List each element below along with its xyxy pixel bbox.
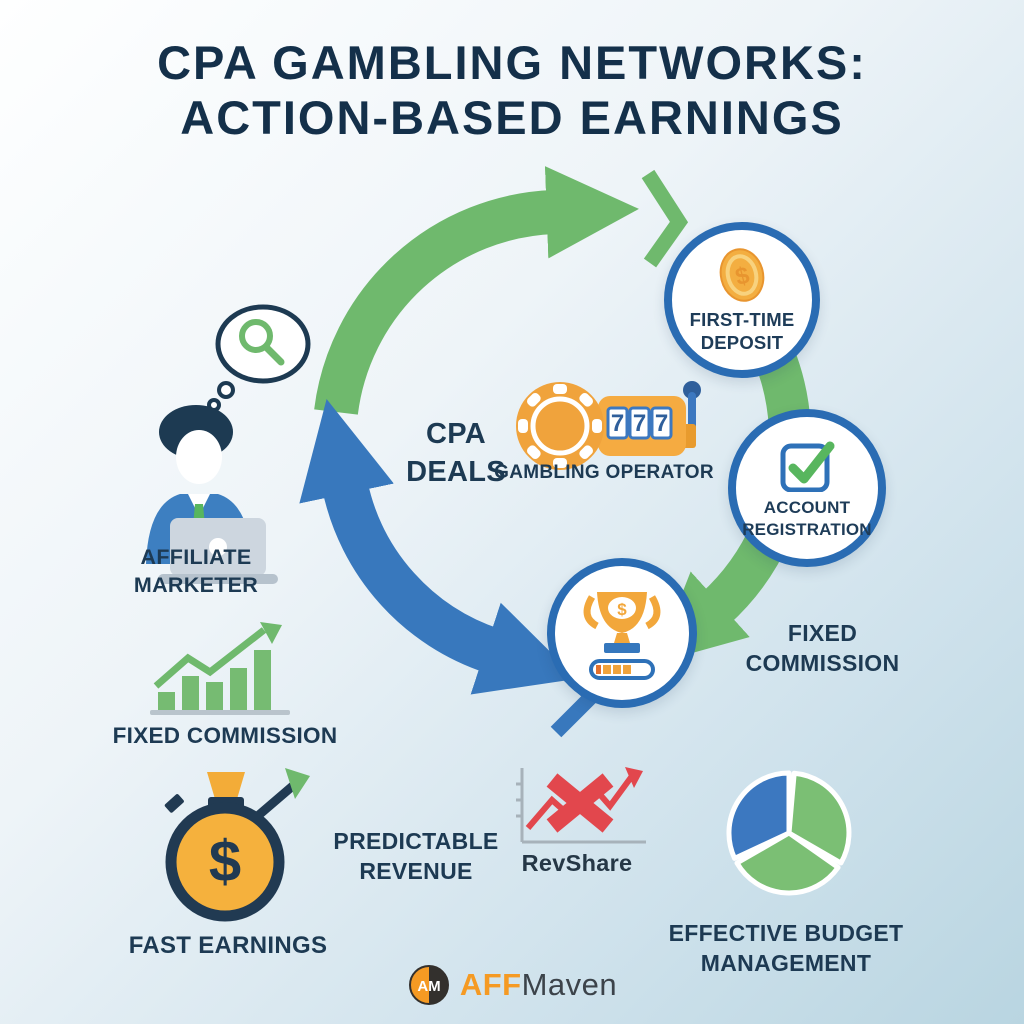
trophy-base bbox=[604, 643, 640, 653]
money-stopwatch-icon: $ bbox=[164, 768, 310, 922]
effective-budget-label: EFFECTIVE BUDGET MANAGEMENT bbox=[668, 920, 904, 977]
slot-digit: 7 bbox=[611, 410, 624, 437]
budget-figure bbox=[722, 766, 862, 906]
trend-line bbox=[153, 627, 267, 689]
brand-footer: AM AFFMaven bbox=[0, 963, 1024, 1007]
title-line-2: ACTION-BASED EARNINGS bbox=[180, 90, 844, 144]
node-first-time-deposit: $ FIRST-TIME DEPOSIT bbox=[664, 222, 820, 378]
bar-chart-icon bbox=[150, 622, 290, 715]
fixed-commission-right-label: FIXED COMMISSION bbox=[745, 620, 900, 677]
face bbox=[176, 430, 222, 484]
green-arrow-top-arc bbox=[314, 166, 639, 415]
title-line-1: CPA GAMBLING NETWORKS: bbox=[157, 36, 867, 89]
affmaven-logo-icon: AM bbox=[408, 965, 449, 1005]
fast-earnings-label: FAST EARNINGS bbox=[128, 932, 328, 959]
gambling-operator-label: GAMBLING OPERATOR bbox=[494, 462, 714, 483]
coin-icon: $ bbox=[719, 248, 765, 302]
checkbox-icon bbox=[780, 441, 835, 493]
money-circle bbox=[165, 802, 285, 922]
fast-earnings-figure: $ bbox=[145, 768, 320, 928]
trend-arrowhead bbox=[260, 622, 282, 644]
predictable-revenue-label: PREDICTABLE REVENUE bbox=[333, 828, 499, 885]
page-title: CPA GAMBLING NETWORKS: ACTION-BASED EARN… bbox=[0, 36, 1024, 145]
slot-digit: 7 bbox=[633, 410, 646, 437]
magnifier-icon bbox=[239, 319, 273, 353]
trophy-dollar: $ bbox=[617, 600, 627, 619]
bag-top bbox=[207, 772, 245, 799]
fixed-commission-left-label: FIXED COMMISSION bbox=[112, 723, 338, 748]
bag-dollar: $ bbox=[209, 829, 241, 894]
blue-arrow-arc bbox=[299, 399, 578, 695]
lever-knob bbox=[683, 381, 701, 399]
green-arrow-chevron bbox=[641, 169, 689, 268]
brand-name: AFFMaven bbox=[459, 967, 618, 1002]
affiliate-marketer-figure bbox=[118, 292, 348, 592]
crossed-line-chart-icon bbox=[516, 767, 646, 844]
pie-chart-icon bbox=[726, 770, 852, 896]
laptop-base bbox=[158, 574, 278, 584]
checkmark bbox=[788, 441, 835, 484]
affiliate-marketer-label: AFFILIATE MARKETER bbox=[133, 545, 259, 598]
growth-chart-figure bbox=[148, 622, 308, 718]
arrow-head bbox=[285, 768, 310, 799]
trophy-icon: $ bbox=[583, 592, 661, 680]
revshare-figure bbox=[512, 762, 652, 852]
node-reward: $ bbox=[547, 558, 697, 708]
logo-monogram: AM bbox=[417, 978, 440, 995]
person-with-thought-bubble-icon bbox=[146, 304, 311, 584]
pie-slice-green-bottom bbox=[734, 830, 841, 896]
revshare-label: RevShare bbox=[521, 850, 633, 876]
pie-slice-blue bbox=[726, 770, 792, 861]
slot-digit: 7 bbox=[655, 410, 668, 437]
thought-bubble bbox=[215, 304, 311, 384]
node-account-registration: ACCOUNT REGISTRATION bbox=[728, 409, 886, 567]
